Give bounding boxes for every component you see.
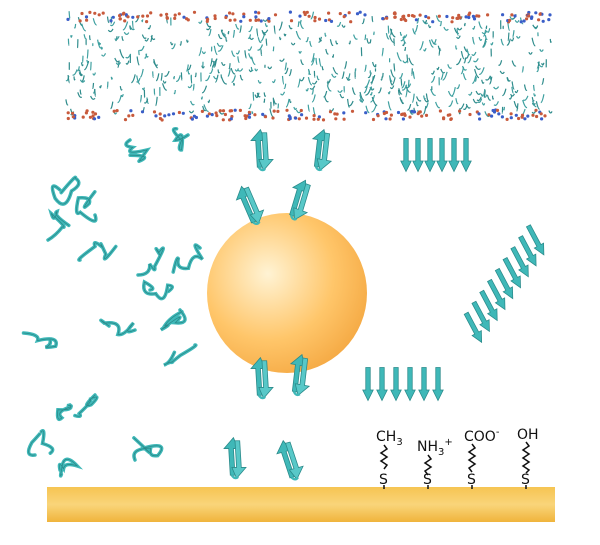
sam-label-nh3: NH xyxy=(417,439,438,455)
sam-ligand-coo: S COO- xyxy=(464,427,500,489)
random-coil-peptide-icon xyxy=(26,429,55,457)
sam-ligand-oh: S OH xyxy=(517,427,539,489)
svg-text:NH3+: NH3+ xyxy=(417,437,453,458)
random-coil-peptide-icon xyxy=(77,241,118,262)
amyloid-fibril-icon xyxy=(362,366,444,402)
sulfur-label: S xyxy=(379,472,388,488)
random-coil-peptide-icon xyxy=(73,393,99,419)
beta-hairpin-icon xyxy=(306,126,338,174)
sam-label-coo: COO xyxy=(464,429,496,445)
sulfur-label: S xyxy=(423,472,432,488)
amyloid-fibril-group xyxy=(362,137,550,402)
lipid-bilayer-icon xyxy=(65,10,553,122)
sam-ligand-nh3: S NH3+ xyxy=(417,437,453,489)
svg-text:CH3: CH3 xyxy=(376,429,403,448)
alkyl-chain xyxy=(423,454,433,476)
sam-label-nh3-sub: 3 xyxy=(438,447,444,458)
svg-text:COO-: COO- xyxy=(464,427,500,445)
alkyl-chain xyxy=(467,443,477,473)
sam-ligand-ch3: S CH3 xyxy=(376,429,403,489)
sam-label-ch3: CH xyxy=(376,429,396,445)
sulfur-label: S xyxy=(467,472,476,488)
beta-hairpin-icon xyxy=(222,436,248,480)
random-coil-peptide-icon xyxy=(132,436,164,462)
alkyl-chain xyxy=(379,444,389,470)
amyloid-fibril-icon xyxy=(460,222,550,346)
sam-label-ch3-sub: 3 xyxy=(396,437,402,448)
gold-nanoparticle-icon xyxy=(207,213,367,373)
sam-ligands: S CH3 S NH3+ S COO- S OH xyxy=(376,427,539,489)
beta-hairpin-icon xyxy=(249,128,275,172)
sam-label-oh: OH xyxy=(517,427,539,443)
sulfur-label: S xyxy=(521,472,530,488)
random-coil-peptides xyxy=(21,126,204,478)
beta-hairpin-icon xyxy=(272,436,308,484)
sam-label-coo-sup: - xyxy=(496,427,500,438)
random-coil-peptide-icon xyxy=(46,208,71,242)
amyloid-fibril-icon xyxy=(400,137,472,173)
sam-label-nh3-sup: + xyxy=(444,437,452,448)
svg-text:OH: OH xyxy=(517,427,539,443)
alkyl-chain xyxy=(521,441,531,474)
gold-surface-icon xyxy=(47,487,555,522)
